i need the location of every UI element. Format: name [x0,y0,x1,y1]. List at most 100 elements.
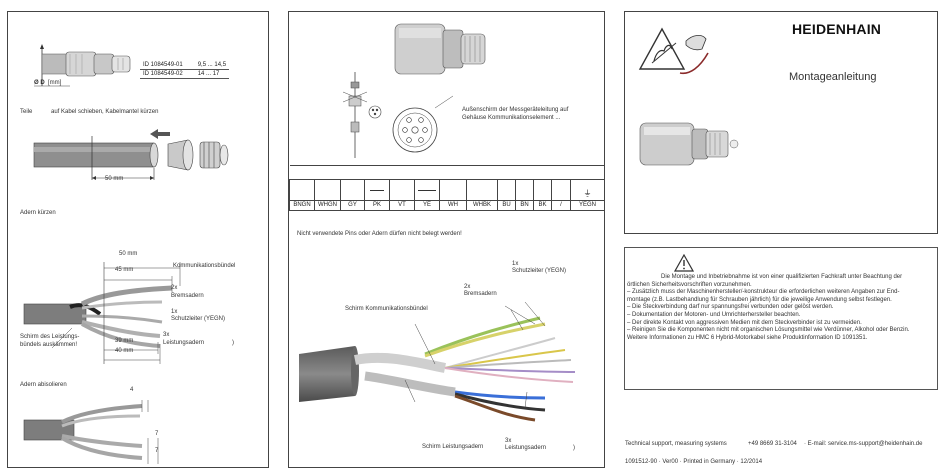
pin-cell [340,179,365,201]
warning-line: – Zusätzlich muss der Maschinenherstelle… [627,289,900,296]
pin-face-diagram [342,72,454,158]
label-power-count: 3x [505,438,512,444]
footer-company: Technical support, measuring systems [625,441,727,447]
dim-50mm-label: 50 mm [105,176,124,182]
pin-cell [466,179,498,201]
table-row: ID 1084549-02 14 ... 17 [140,69,230,79]
pin-cell [389,179,415,201]
label-pe-count: 1x [171,309,178,315]
pin-cell [289,179,315,201]
warning-line: – Die Steckverbindung darf nur spannungs… [627,304,834,311]
label-brake-name: Bremsadern [171,293,204,299]
label-pe-name: Schutzleiter (YEGN) [512,268,567,274]
label-bundle: Kommunikationsbündel [173,263,236,269]
wire-color-cell: BN [515,200,534,211]
dim-7b-label: 7 [155,448,159,454]
label-brake-name: Bremsadern [464,291,497,297]
dim-45-label: 45 mm [115,267,134,273]
range-cell: 14 ... 17 [185,69,230,79]
connector-cable-illustration [34,44,131,87]
step1-instruction: auf Kabel schieben, Kabelmantel kürzen [51,109,159,115]
cable-assembly-photo [299,301,576,422]
table-spacer [289,165,605,180]
connector-illustration-top [394,23,486,75]
warning-line: Die Montage und Inbetriebnahme ist von e… [661,274,903,280]
pin-assignment-table: ⏚ BNGN WHGN GY PK VT YE WH WHBK BU BN BK… [289,165,605,211]
connector-product-image [639,122,739,166]
dim-39-label: 39 mm [115,338,134,344]
safety-warning-box: Die Montage und Inbetriebnahme ist von e… [624,247,938,390]
wire-color-cell: YE [414,200,440,211]
id-range-table: ID 1084549-01 9,5 ... 14,5 ID 1084549-02… [140,61,230,79]
id-cell: ID 1084549-01 [140,61,186,70]
footer-doc-number: 1091512-90 · Ver00 · Printed in Germany … [625,459,763,465]
wire-color-cell: BK [533,200,552,211]
table-row [289,165,605,180]
unused-pins-note: Nicht verwendete Pins oder Adern dürfen … [297,231,462,237]
wires-trim-illustration [23,262,181,364]
label-pe-count: 1x [512,261,519,267]
warning-line: örtlichen Sicherheitsvorschriften vorzun… [627,281,752,288]
label-shield-line2: bündels auskämmen! [20,342,78,348]
heidenhain-logo: HEIDENHAIN [792,21,882,37]
label-comm-bundle: Schirm Kommunikationsbündel [345,306,428,312]
pin-cell [364,179,390,201]
cover-box [624,11,938,234]
label-power-name: Leistungsadern [505,445,547,451]
wire-color-cell: PK [364,200,390,211]
pin-cell [515,179,534,201]
wire-color-cell: WHBK [466,200,498,211]
diameter-label: Ø D [34,80,45,86]
table-row: BNGN WHGN GY PK VT YE WH WHBK BU BN BK /… [289,200,605,211]
label-shield-power: Schirm Leistungsadern [422,444,484,450]
cable-cut-illustration [33,129,229,180]
shield-note-line2: Gehäuse Kommunikationselement ... [462,115,561,121]
label-brake-count: 2x [464,284,471,290]
wire-color-cell: / [551,200,571,211]
wire-color-cell: GY [340,200,365,211]
pin-cell [551,179,571,201]
diameter-unit: [mm] [48,80,62,86]
table-row: ⏚ [289,179,605,201]
id-cell: ID 1084549-02 [140,69,186,79]
label-power-name: Leistungsadern [163,340,205,346]
warning-line: – Reinigen Sie die Komponenten nicht mit… [627,327,910,334]
pin-cell: ⏚ [570,179,605,201]
panel-cover: HEIDENHAIN Montageanleitung Die Montage … [624,11,940,468]
wire-color-cell: WH [439,200,467,211]
doc-title: Montageanleitung [789,71,877,83]
pin-cell [497,179,516,201]
panel-cable-preparation: Ø D [mm] ID 1084549-01 9,5 ... 14,5 ID 1… [7,11,269,468]
esd-warning-icon [638,27,709,75]
wire-color-cell: BNGN [289,200,315,211]
footer-email: · E-mail: service.ms-support@heidenhain.… [804,441,923,447]
step2-title: Adern kürzen [20,210,56,216]
label-shield-line1: Schirm des Leistungs- [20,334,80,340]
panel-pin-assignment: Außenschirm der Messgeräteleitung auf Ge… [288,11,605,468]
ground-icon: ⏚ [583,189,592,198]
range-cell: 9,5 ... 14,5 [185,61,230,70]
pin-cell [533,179,552,201]
pin-cell [314,179,341,201]
warning-line: Weitere Informationen zu HMC 6 Hybrid-Mo… [627,334,868,341]
warning-triangle-icon [674,254,694,272]
table-row: ID 1084549-01 9,5 ... 14,5 [140,61,230,70]
dim-7a-label: 7 [155,431,159,437]
footer-phone: +49 8669 31-3104 [748,441,797,447]
step3-title: Adern abisolieren [20,382,67,388]
pin-cell [414,179,440,201]
label-brake-count: 2x [171,285,178,291]
warning-line: – Der direkte Kontakt von aggressiven Me… [627,319,862,326]
wire-color-cell: WHGN [314,200,341,211]
warning-text: Die Montage und Inbetriebnahme ist von e… [627,274,910,342]
warning-line: montage (z.B. Lastbehandlung für Schraub… [627,296,892,303]
label-power-count: 3x [163,332,170,338]
dim-4-label: 4 [130,387,134,393]
step1-prefix: Teile [20,109,33,115]
wire-color-cell: YEGN [570,200,605,211]
dim-40-label: 40 mm [115,348,134,354]
warning-line: – Dokumentation der Motoren- und Umricht… [627,311,801,318]
label-power-paren: ) [573,445,575,451]
dim-50-label: 50 mm [119,251,138,257]
wire-color-cell: BU [497,200,516,211]
